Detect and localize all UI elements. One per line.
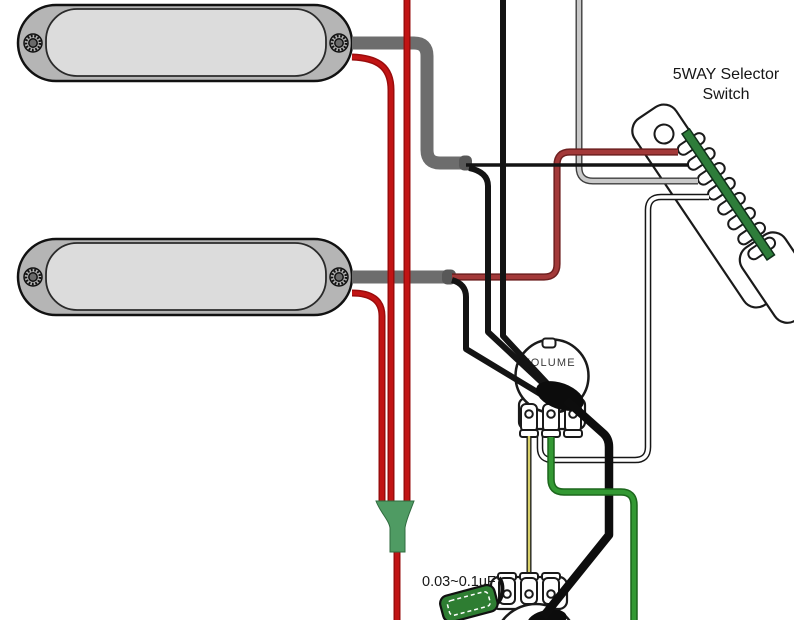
switch-label-line2: Switch xyxy=(702,86,749,103)
volume-label: VOLUME xyxy=(522,357,576,369)
wire-black-neck-ground xyxy=(468,165,554,394)
wire-green xyxy=(547,437,638,620)
tone-capacitor xyxy=(439,583,499,620)
lug-hole xyxy=(524,409,534,419)
pickup-screw-icon xyxy=(329,33,349,53)
splice-connector xyxy=(375,500,415,553)
wires-hot-red xyxy=(351,0,411,620)
lug-hole xyxy=(546,589,556,599)
selector-switch xyxy=(631,103,794,324)
capacitor-value-label: 0.03~0.1uF xyxy=(422,574,496,590)
volume-pot: VOLUME xyxy=(514,337,590,438)
lug-hole xyxy=(502,589,512,599)
wire-red-neck-core xyxy=(351,55,393,504)
pickup-top xyxy=(45,242,327,311)
tone-lugs xyxy=(497,572,561,605)
tone-pot: 0.03~0.1uF xyxy=(422,572,571,620)
wire-dark-red xyxy=(452,148,678,281)
wires-black xyxy=(451,0,689,401)
wire-black-middle-ground xyxy=(451,277,549,401)
wire-red-middle xyxy=(351,289,386,504)
switch-mounting-hole xyxy=(653,123,675,145)
switch-pcb-strip xyxy=(680,127,776,261)
pickup-screw-icon xyxy=(23,267,43,287)
pickup-screw-icon xyxy=(23,33,43,53)
lug-terminal xyxy=(519,429,539,438)
capacitor-highlight xyxy=(446,590,491,617)
lug-hole xyxy=(524,589,534,599)
wire-gray-shield xyxy=(575,0,698,185)
lug-terminal xyxy=(563,429,583,438)
wire-white xyxy=(536,193,709,464)
capacitor-body xyxy=(439,583,499,620)
wire-black-bridge-ground xyxy=(500,0,560,397)
neck-pickup xyxy=(16,3,354,83)
solder-blob xyxy=(527,609,567,620)
middle-pickup xyxy=(16,237,354,317)
pickup-top xyxy=(45,8,327,77)
switch-label-line1: 5WAY Selector xyxy=(673,66,780,83)
wire-black-ground-bus xyxy=(539,396,614,620)
lug-terminal xyxy=(541,429,561,438)
lug-hole xyxy=(546,409,556,419)
volume-lugs xyxy=(519,403,583,438)
neck-pickup-cable xyxy=(352,36,463,170)
wire-red-middle-core xyxy=(351,291,384,504)
pot-tab xyxy=(541,337,557,349)
pickup-screw-icon xyxy=(329,267,349,287)
